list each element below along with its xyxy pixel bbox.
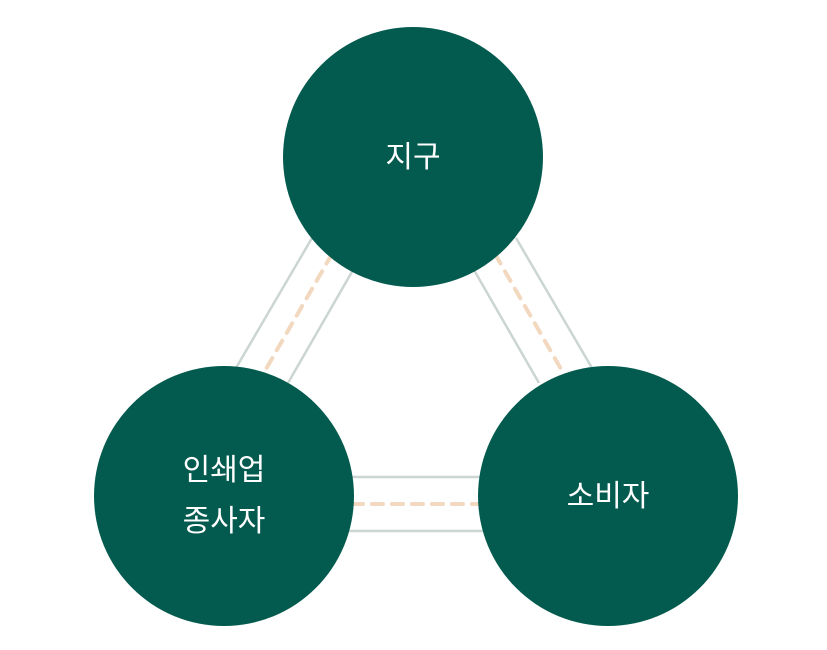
node-consumer-circle	[478, 366, 738, 626]
connector-outer-line	[234, 237, 314, 369]
connector-earth-printing-workers	[234, 237, 355, 384]
node-consumer-label: 소비자	[567, 479, 650, 514]
node-earth-label: 지구	[385, 140, 440, 175]
connector-outer-line	[514, 237, 594, 369]
connector-inner-line	[286, 269, 355, 384]
connector-earth-consumer	[472, 237, 594, 384]
connector-dashed-line	[260, 252, 334, 378]
node-consumer: 소비자	[478, 366, 738, 626]
connector-inner-line	[472, 269, 541, 384]
node-printing-workers: 인쇄업 종사자	[94, 366, 354, 626]
connector-dashed-line	[493, 252, 567, 378]
node-printing-workers-circle	[94, 366, 354, 626]
node-printing-workers-label-line1: 인쇄업	[183, 453, 266, 488]
node-earth-circle	[283, 27, 543, 287]
node-earth: 지구	[283, 27, 543, 287]
connector-printing-workers-consumer	[340, 475, 490, 533]
node-printing-workers-label-line2: 종사자	[183, 504, 266, 539]
